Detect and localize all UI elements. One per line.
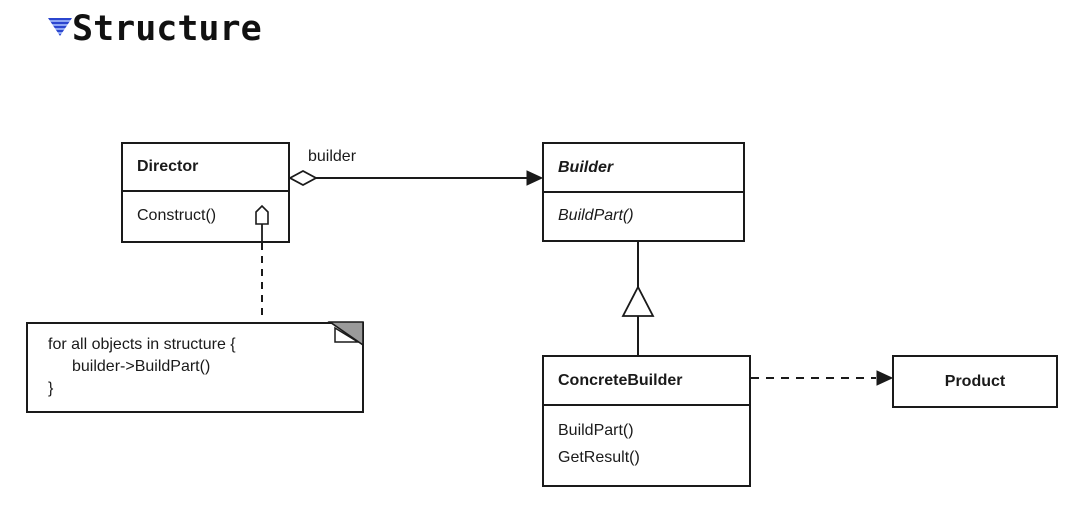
association-arrowhead-icon	[526, 170, 544, 186]
class-name-director: Director	[123, 144, 288, 192]
class-name-product: Product	[944, 372, 1006, 390]
class-box-product: Product	[892, 355, 1058, 408]
aggregation-diamond-icon	[288, 169, 318, 187]
dependency-arrowhead-icon	[876, 370, 894, 386]
class-name-builder: Builder	[544, 144, 743, 193]
pseudocode-note: for all objects in structure { builder->…	[26, 322, 364, 413]
note-line: builder->BuildPart()	[72, 358, 211, 375]
association-role-label: builder	[308, 148, 357, 165]
class-box-director: Director Construct()	[121, 142, 290, 243]
section-title: Structure	[72, 9, 262, 49]
class-name-concretebuilder: ConcreteBuilder	[544, 357, 749, 406]
method-construct: Construct()	[137, 207, 217, 224]
method-buildpart-abstract: BuildPart()	[558, 207, 634, 224]
class-box-builder: Builder BuildPart()	[542, 142, 745, 242]
disclosure-triangle-icon[interactable]	[48, 18, 72, 36]
generalization-triangle-icon	[621, 285, 655, 317]
note-line: }	[48, 380, 54, 397]
method-buildpart: BuildPart()	[558, 421, 634, 439]
class-box-concretebuilder: ConcreteBuilder BuildPart() GetResult()	[542, 355, 751, 487]
method-getresult: GetResult()	[558, 448, 640, 466]
note-line: for all objects in structure {	[48, 336, 236, 353]
